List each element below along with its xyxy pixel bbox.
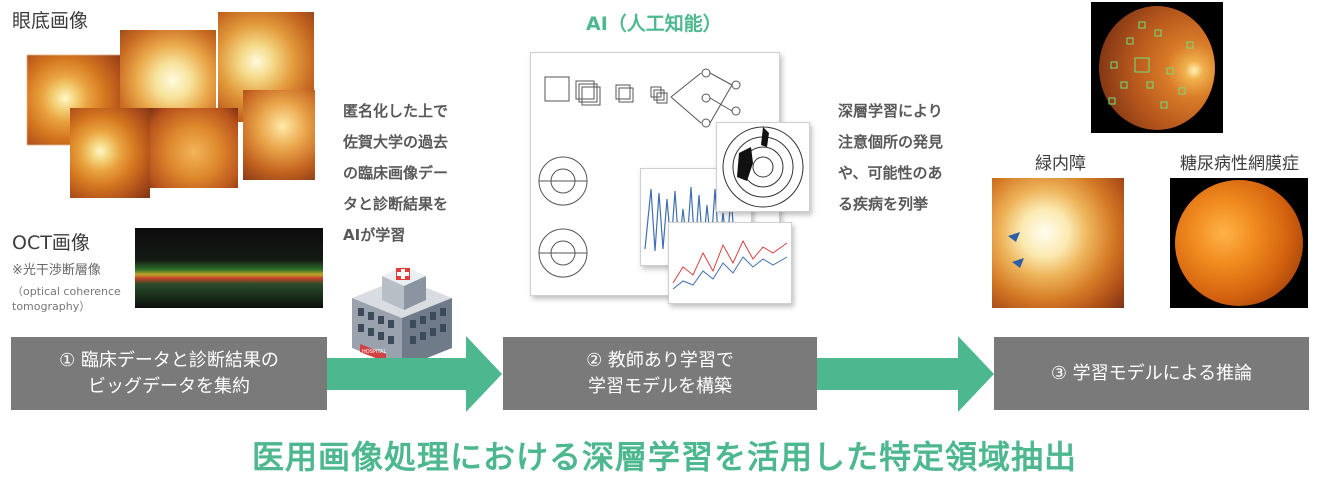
glaucoma-fundus-image xyxy=(992,178,1124,308)
oct-note-en: （optical coherence tomography） xyxy=(12,285,121,313)
step-2-label: ② 教師あり学習で 学習モデルを構築 xyxy=(586,349,734,397)
oct-note: ※光干渉断層像 xyxy=(12,263,101,278)
retinopathy-panel xyxy=(1170,178,1308,308)
note-inference: 深層学習により 注意個所の発見 や、可能性のあ る疾病を列挙 xyxy=(838,102,944,213)
step-1-label: ① 臨床データと診断結果の ビッグデータを集約 xyxy=(59,349,279,397)
headline: 医用画像処理における深層学習を活用した特定領域抽出 xyxy=(251,438,1077,476)
step-3-box: ③ 学習モデルによる推論 xyxy=(994,337,1309,410)
building-sign: HOSPITAL xyxy=(362,349,386,355)
hospital-building-illustration: HOSPITAL xyxy=(352,266,452,368)
step-1-box: ① 臨床データと診断結果の ビッグデータを集約 xyxy=(11,337,327,410)
oct-label: OCT画像 xyxy=(12,232,90,254)
note-training: 匿名化した上で 佐賀大学の過去 の臨床画像デー タと診断結果を AIが学習 xyxy=(343,102,449,244)
fundus-image-4 xyxy=(70,108,150,198)
arrow-2-head xyxy=(958,336,994,412)
fundus-image-6 xyxy=(243,90,315,180)
detected-fundus-panel xyxy=(1091,2,1223,133)
detected-fundus-image xyxy=(1099,6,1215,130)
diabetic-retinopathy-label: 糖尿病性網膜症 xyxy=(1180,154,1299,174)
fundus-image-5 xyxy=(150,108,238,188)
retinopathy-fundus-image xyxy=(1175,180,1303,306)
arrowhead-markers xyxy=(1008,232,1024,268)
arrow-2-shaft xyxy=(817,358,959,390)
polar-plot-doc xyxy=(716,122,810,212)
ai-title: AI（人工知能） xyxy=(586,13,722,35)
step-3-label: ③ 学習モデルによる推論 xyxy=(1050,362,1253,384)
oct-image xyxy=(135,228,323,308)
step-2-box: ② 教師あり学習で 学習モデルを構築 xyxy=(503,337,817,410)
line-plot-doc xyxy=(668,222,792,304)
arrow-1-shaft xyxy=(327,358,467,390)
glaucoma-label: 緑内障 xyxy=(1035,154,1086,174)
arrow-1-head xyxy=(466,336,502,412)
fundus-label: 眼底画像 xyxy=(12,10,89,32)
